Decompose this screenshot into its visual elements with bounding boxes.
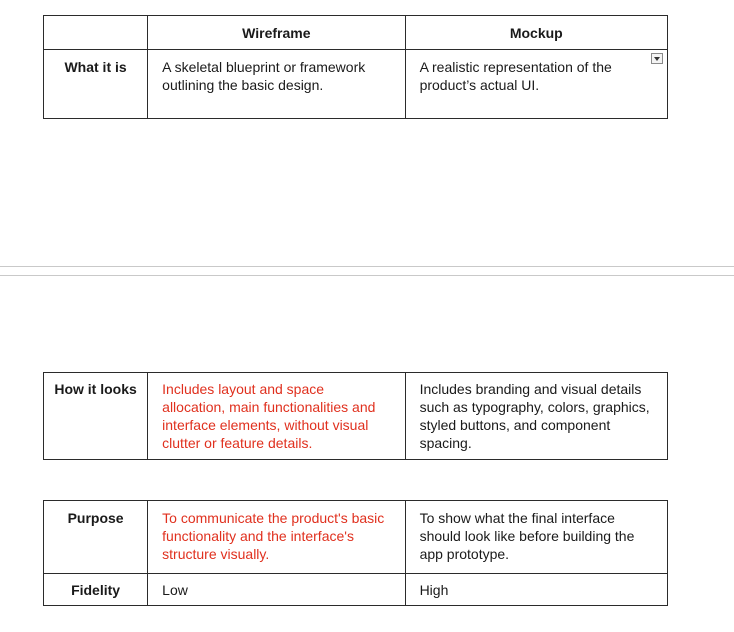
- cell-text: A skeletal blueprint or framework outlin…: [162, 59, 366, 93]
- row-label-text: Purpose: [67, 510, 124, 526]
- cell-text-highlighted: Includes layout and space allocation, ma…: [162, 381, 376, 451]
- wireframe-cell: A skeletal blueprint or framework outlin…: [147, 49, 406, 119]
- mockup-cell: To show what the final interface should …: [404, 500, 669, 574]
- row-label-fidelity: Fidelity: [42, 573, 149, 606]
- wireframe-cell: To communicate the product's basic funct…: [147, 500, 406, 574]
- row-label-text: How it looks: [54, 381, 137, 397]
- wireframe-cell: Includes layout and space allocation, ma…: [147, 372, 406, 460]
- row-label-text: What it is: [64, 59, 127, 75]
- table-header-row: Wireframe Mockup: [42, 15, 669, 50]
- comparison-table-bottom: Purpose To communicate the product's bas…: [42, 500, 669, 606]
- table-row: Purpose To communicate the product's bas…: [42, 500, 669, 574]
- chevron-down-icon[interactable]: [651, 53, 663, 64]
- header-wireframe-label: Wireframe: [242, 25, 311, 41]
- row-label-text: Fidelity: [71, 582, 121, 598]
- comparison-table-top: Wireframe Mockup What it is A skeletal b…: [42, 15, 669, 119]
- cell-text: Low: [162, 582, 188, 598]
- row-label-how-it-looks: How it looks: [42, 372, 149, 460]
- cell-text: Includes branding and visual details suc…: [419, 381, 650, 451]
- mockup-cell: Includes branding and visual details suc…: [404, 372, 669, 460]
- header-mockup-label: Mockup: [509, 25, 563, 41]
- cell-text: To show what the final interface should …: [419, 510, 635, 562]
- table-row: How it looks Includes layout and space a…: [42, 372, 669, 460]
- row-label-purpose: Purpose: [42, 500, 149, 574]
- wireframe-cell: Low: [147, 573, 406, 606]
- mockup-cell: High: [404, 573, 669, 606]
- row-label-what-it-is: What it is: [42, 49, 149, 119]
- page-break: [0, 266, 734, 276]
- comparison-table-middle: How it looks Includes layout and space a…: [42, 372, 669, 460]
- mockup-cell: A realistic representation of the produc…: [404, 49, 669, 119]
- table-row: What it is A skeletal blueprint or frame…: [42, 49, 669, 119]
- table-row: Fidelity Low High: [42, 573, 669, 606]
- header-empty-cell: [42, 15, 149, 50]
- header-wireframe: Wireframe: [147, 15, 406, 50]
- header-mockup: Mockup: [404, 15, 669, 50]
- cell-text: A realistic representation of the produc…: [419, 59, 612, 93]
- cell-text-highlighted: To communicate the product's basic funct…: [162, 510, 385, 562]
- cell-text: High: [419, 582, 449, 598]
